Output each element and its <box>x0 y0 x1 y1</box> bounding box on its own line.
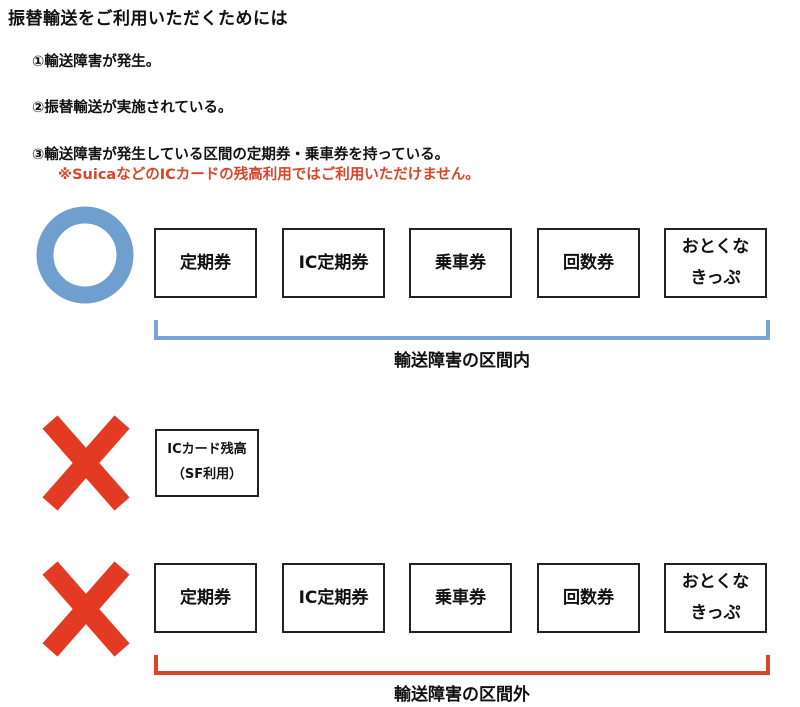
condition-3: ③輸送障害が発生している区間の定期券・乗車券を持っている。 <box>32 147 450 163</box>
ticket-label-line1: おとくな <box>681 572 750 593</box>
cross-icon <box>42 561 130 657</box>
outside-range-bracket <box>154 655 770 675</box>
condition-2: ②振替輸送が実施されている。 <box>32 100 233 116</box>
ticket-label: IC定期券 <box>298 252 369 273</box>
circle-icon <box>36 206 134 304</box>
page-title: 振替輸送をご利用いただくためには <box>8 9 288 29</box>
inside-range-bracket <box>154 320 770 340</box>
ticket-label: 乗車券 <box>435 587 486 608</box>
ticket-label: 回数券 <box>563 587 614 608</box>
ticket-teiki-inside: 定期券 <box>154 228 257 298</box>
ticket-label: 回数券 <box>563 252 614 273</box>
ticket-label-line1: おとくな <box>681 237 750 258</box>
ic-balance-line2: （SF利用） <box>171 467 243 482</box>
inside-range-label: 輸送障害の区間内 <box>394 351 530 371</box>
ticket-kaisuu-outside: 回数券 <box>537 563 640 633</box>
ic-card-balance-box: ICカード残高 （SF利用） <box>155 429 259 497</box>
ticket-otoku-inside: おとくな きっぷ <box>664 228 767 298</box>
outside-range-label: 輸送障害の区間外 <box>394 685 530 705</box>
ticket-ic-teiki-outside: IC定期券 <box>282 563 385 633</box>
ticket-label: 乗車券 <box>435 252 486 273</box>
ticket-ic-teiki-inside: IC定期券 <box>282 228 385 298</box>
ticket-label-line2: きっぷ <box>690 268 741 288</box>
ticket-label: 定期券 <box>180 587 231 608</box>
ticket-label: 定期券 <box>180 252 231 273</box>
ticket-kaisuu-inside: 回数券 <box>537 228 640 298</box>
ticket-label-line2: きっぷ <box>690 603 741 623</box>
ticket-teiki-outside: 定期券 <box>154 563 257 633</box>
ic-balance-line1: ICカード残高 <box>167 442 247 458</box>
ticket-jyousha-inside: 乗車券 <box>409 228 512 298</box>
ticket-label: IC定期券 <box>298 587 369 608</box>
condition-1: ①輸送障害が発生。 <box>32 54 161 70</box>
cross-icon <box>42 415 130 511</box>
ic-card-note: ※SuicaなどのICカードの残高利用ではご利用いただけません。 <box>58 167 480 183</box>
ticket-jyousha-outside: 乗車券 <box>409 563 512 633</box>
ticket-otoku-outside: おとくな きっぷ <box>664 563 767 633</box>
